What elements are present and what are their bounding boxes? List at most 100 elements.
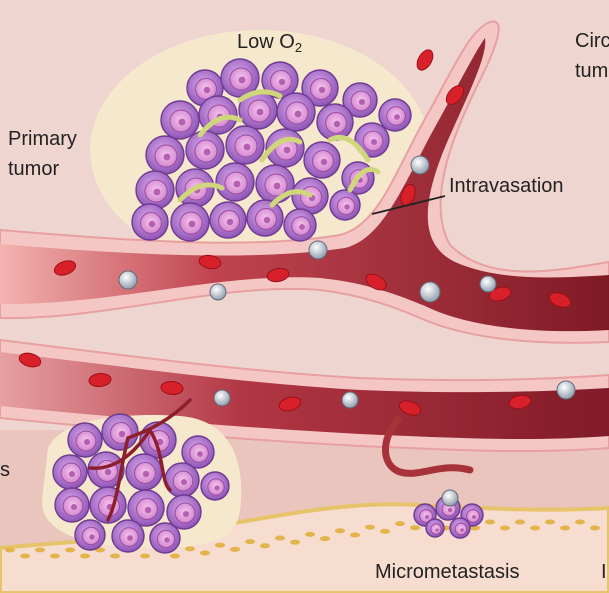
immune-cell bbox=[341, 391, 359, 409]
tumor-cell bbox=[127, 489, 165, 527]
tumor-cell bbox=[52, 454, 88, 490]
red-blood-cell bbox=[445, 85, 465, 105]
stromal-cell bbox=[35, 547, 45, 553]
tumor-cell bbox=[329, 189, 361, 221]
immune-cell bbox=[441, 489, 459, 507]
tumor-cell bbox=[425, 518, 445, 538]
primary-tumor-label-line-1: Primary bbox=[8, 128, 77, 150]
tumor-cell bbox=[67, 422, 103, 458]
tumor-cell bbox=[101, 413, 139, 451]
primary-tumor-label: Primary tumor bbox=[8, 124, 77, 184]
stromal-cell bbox=[575, 519, 585, 525]
tumor-cell bbox=[135, 170, 175, 210]
tumor-cell bbox=[131, 203, 169, 241]
fibroblast bbox=[259, 136, 303, 163]
fibroblast bbox=[347, 166, 381, 193]
intravasation-pointer bbox=[371, 195, 446, 215]
tumor-cell bbox=[125, 453, 163, 491]
stromal-cell bbox=[170, 553, 180, 559]
red-blood-cell bbox=[488, 286, 512, 302]
fibroblast bbox=[269, 189, 313, 208]
stromal-cell bbox=[200, 550, 210, 556]
immune-cell bbox=[479, 275, 497, 293]
low-o2-text: Low O bbox=[237, 31, 295, 53]
stromal-cell bbox=[590, 525, 600, 531]
stromal-cell bbox=[380, 528, 390, 534]
red-blood-cell bbox=[88, 372, 112, 388]
red-blood-cell bbox=[18, 352, 42, 368]
circulating-label-line-2: tum bbox=[575, 60, 609, 82]
stromal-cell bbox=[20, 553, 30, 559]
tumor-cell bbox=[225, 125, 265, 165]
fibroblast bbox=[327, 135, 371, 163]
stromal-cell bbox=[470, 525, 480, 531]
immune-cell bbox=[118, 270, 138, 290]
stromal-cell bbox=[500, 525, 510, 531]
tumor-cell bbox=[255, 164, 295, 204]
tumor-cell bbox=[166, 494, 202, 530]
red-blood-cell bbox=[160, 380, 184, 396]
tumor-cell bbox=[220, 58, 260, 98]
tumor-cell bbox=[342, 82, 378, 118]
tumor-cell bbox=[54, 487, 90, 523]
stromal-cell bbox=[5, 547, 15, 553]
tumor-cell bbox=[283, 208, 317, 242]
tumor-cell bbox=[301, 69, 339, 107]
low-o2-label: Low O2 bbox=[237, 30, 302, 60]
angiogenic-vessels bbox=[88, 398, 192, 522]
stromal-cell bbox=[50, 553, 60, 559]
immune-cell bbox=[556, 380, 576, 400]
tumor-cell bbox=[185, 130, 225, 170]
stromal-cell bbox=[305, 531, 315, 537]
primary-tumor-label-line-2: tumor bbox=[8, 158, 60, 180]
tumor-cell bbox=[74, 519, 106, 551]
stromal-cell bbox=[215, 542, 225, 548]
stromal-cell bbox=[80, 553, 90, 559]
red-blood-cell bbox=[508, 394, 532, 410]
micrometastasis-label: Micrometastasis bbox=[375, 561, 520, 583]
fibroblast bbox=[237, 89, 283, 103]
tumor-cell bbox=[160, 100, 200, 140]
tumor-cell bbox=[276, 92, 316, 132]
stromal-cell bbox=[140, 553, 150, 559]
stromal-cell bbox=[245, 539, 255, 545]
stromal-cell bbox=[185, 546, 195, 552]
tumor-cell bbox=[149, 522, 181, 554]
stromal-cell bbox=[530, 525, 540, 531]
red-blood-cell bbox=[416, 49, 434, 71]
fibroblast bbox=[177, 182, 225, 203]
tumor-cell bbox=[111, 519, 145, 553]
red-blood-cell bbox=[365, 273, 387, 291]
micrometastasis-cluster bbox=[413, 495, 484, 539]
stromal-cell bbox=[335, 528, 345, 534]
tumor-cell bbox=[164, 462, 200, 498]
tumor-cell bbox=[261, 61, 299, 99]
tumor-cell bbox=[209, 201, 247, 239]
red-blood-cell bbox=[266, 267, 290, 283]
stromal-cell bbox=[65, 547, 75, 553]
immune-cell bbox=[213, 389, 231, 407]
stromal-cell bbox=[320, 536, 330, 542]
tumor-cell bbox=[181, 435, 215, 469]
tumor-cell bbox=[303, 141, 341, 179]
red-blood-cell bbox=[278, 396, 302, 412]
niche-dots bbox=[5, 519, 600, 559]
red-blood-cells bbox=[18, 49, 572, 416]
immune-cells bbox=[118, 155, 576, 507]
stromal-cell bbox=[545, 519, 555, 525]
tumor-cell bbox=[170, 202, 210, 242]
stromal-cell bbox=[515, 519, 525, 525]
tumor-cell bbox=[378, 98, 412, 132]
stromal-cell bbox=[485, 519, 495, 525]
immune-cell bbox=[209, 283, 227, 301]
stromal-cell bbox=[350, 532, 360, 538]
stromal-cell bbox=[230, 546, 240, 552]
red-blood-cell bbox=[198, 254, 222, 270]
red-blood-cell bbox=[548, 292, 572, 308]
tumor-cell bbox=[449, 517, 471, 539]
tumor-cell bbox=[354, 122, 390, 158]
immune-cell bbox=[419, 281, 441, 303]
tumor-cell bbox=[246, 199, 284, 237]
circulating-tumor-label: Circ tum bbox=[575, 26, 609, 86]
